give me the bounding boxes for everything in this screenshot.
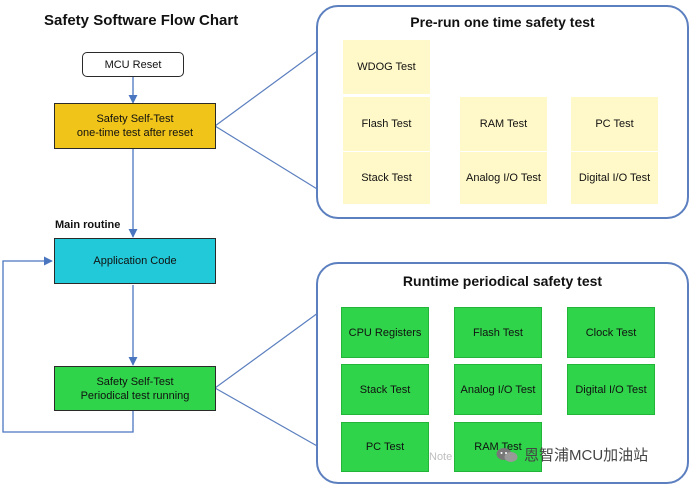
self-test-periodic-line1: Safety Self-Test <box>96 375 174 388</box>
prerun-test-item: Stack Test <box>343 152 430 204</box>
wechat-icon <box>496 447 518 462</box>
chart-title: Safety Software Flow Chart <box>44 12 239 29</box>
prerun-panel-title: Pre-run one time safety test <box>410 14 595 30</box>
prerun-test-item: PC Test <box>571 97 658 151</box>
runtime-test-item: Clock Test <box>567 307 655 358</box>
main-routine-label: Main routine <box>55 219 121 231</box>
loop-back-arrow <box>2 256 134 433</box>
safety-self-test-periodic-node: Safety Self-Test Periodical test running <box>54 366 216 411</box>
prerun-test-item: Analog I/O Test <box>460 152 547 204</box>
watermark: 恩智浦MCU加油站 <box>496 444 648 465</box>
runtime-test-item: Digital I/O Test <box>567 364 655 415</box>
runtime-panel-title: Runtime periodical safety test <box>402 273 603 289</box>
runtime-test-item: Flash Test <box>454 307 542 358</box>
runtime-test-item: Stack Test <box>341 364 429 415</box>
prerun-test-item: Digital I/O Test <box>571 152 658 204</box>
prerun-test-item: RAM Test <box>460 97 547 151</box>
callout-line-bottom-upper <box>214 301 334 389</box>
self-test-once-line2: one-time test after reset <box>76 127 194 139</box>
prerun-test-item: Flash Test <box>343 97 430 151</box>
prerun-test-item: WDOG Test <box>343 40 430 94</box>
callout-line-top-upper <box>214 37 336 127</box>
safety-self-test-once-node: Safety Self-Test one-time test after res… <box>54 103 216 149</box>
mcu-reset-node: MCU Reset <box>82 52 184 77</box>
self-test-periodic-line2: Periodical test running <box>80 389 190 402</box>
runtime-test-item: PC Test <box>341 422 429 472</box>
self-test-once-line1: Safety Self-Test <box>96 113 174 125</box>
runtime-test-item: CPU Registers <box>341 307 429 358</box>
note-text: Note <box>429 451 453 463</box>
runtime-test-item: RAM Test <box>454 422 542 472</box>
callout-line-top-lower <box>214 125 336 201</box>
runtime-test-item: Analog I/O Test <box>454 364 542 415</box>
application-code-node: Application Code <box>54 238 216 284</box>
callout-line-bottom-lower <box>214 387 334 456</box>
watermark-text: 恩智浦MCU加油站 <box>524 447 649 464</box>
